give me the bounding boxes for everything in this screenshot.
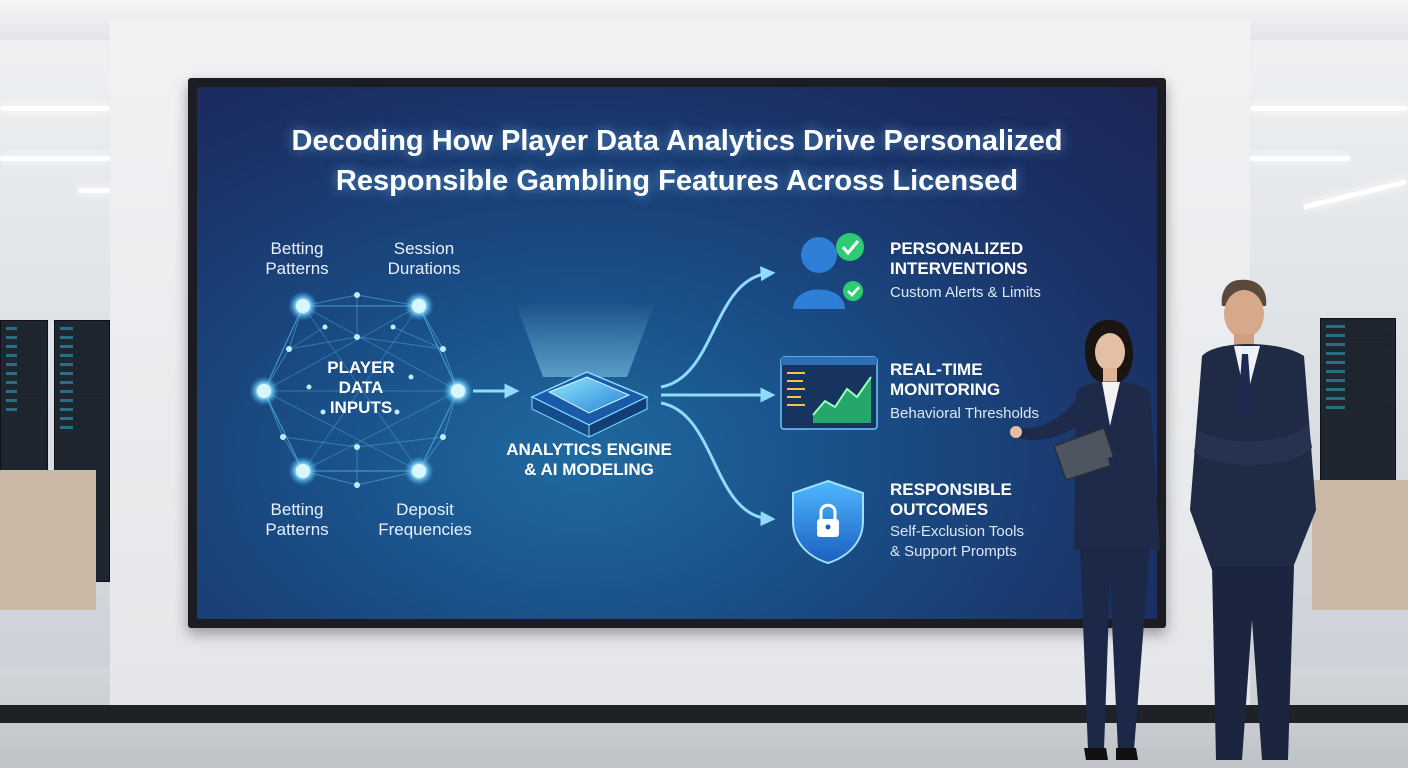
player-data-inputs-label: PLAYER DATA INPUTS xyxy=(313,358,409,418)
input-label-betting-patterns: Betting Patterns xyxy=(255,239,339,279)
label-line: DATA xyxy=(338,378,384,397)
man-presenter xyxy=(1190,279,1316,760)
label-line: Session xyxy=(393,239,455,258)
label-line: Durations xyxy=(387,259,461,278)
left-background-room xyxy=(0,40,110,666)
label-line: & AI MODELING xyxy=(524,460,654,479)
ceiling-light xyxy=(1250,156,1350,161)
ceiling-light xyxy=(0,156,110,161)
dashboard-chart-icon xyxy=(780,356,878,430)
label-line: Self-Exclusion Tools xyxy=(890,523,1024,540)
presentation-screen: Decoding How Player Data Analytics Drive… xyxy=(197,87,1157,619)
slide-title-line: Decoding How Player Data Analytics Drive… xyxy=(291,125,1063,157)
input-label-betting-patterns: Betting Patterns xyxy=(255,500,339,540)
analytics-engine-chip xyxy=(530,371,649,438)
ceiling-light xyxy=(1302,179,1408,210)
label-line: PERSONALIZED xyxy=(890,239,1024,258)
label-line: Deposit xyxy=(396,500,454,519)
label-line: PLAYER xyxy=(327,358,395,377)
user-check-icon xyxy=(793,233,864,309)
office-desk xyxy=(0,470,96,610)
ceiling-light xyxy=(1250,106,1408,111)
engine-light-beam xyxy=(515,302,655,377)
input-label-session-durations: Session Durations xyxy=(377,239,471,279)
outcome-title-responsible: RESPONSIBLE OUTCOMES xyxy=(890,480,1012,520)
office-desk xyxy=(1312,480,1408,610)
label-line: REAL-TIME xyxy=(890,360,983,379)
label-line: ANALYTICS ENGINE xyxy=(506,440,672,459)
outcome-subtitle: Self-Exclusion Tools & Support Prompts xyxy=(890,522,1024,562)
woman-presenter xyxy=(1010,320,1160,760)
label-line: RESPONSIBLE xyxy=(890,480,1012,499)
slide-title: Decoding How Player Data Analytics Drive… xyxy=(197,121,1157,201)
outcome-subtitle: Custom Alerts & Limits xyxy=(890,284,1041,301)
shield-lock-icon xyxy=(792,479,864,565)
label-line: Betting xyxy=(270,239,324,258)
network-small-nodes xyxy=(280,292,446,488)
label-line: MONITORING xyxy=(890,380,1001,399)
label-line: Patterns xyxy=(265,520,329,539)
outcome-title-monitoring: REAL-TIME MONITORING xyxy=(890,360,1000,400)
network-large-nodes xyxy=(249,291,473,486)
presenters xyxy=(1010,279,1316,760)
slide-title-line: Responsible Gambling Features Across Lic… xyxy=(335,165,1019,197)
input-label-deposit-frequencies: Deposit Frequencies xyxy=(369,500,481,540)
label-line: Betting xyxy=(270,500,324,519)
ceiling-light xyxy=(78,188,110,193)
analytics-engine-label: ANALYTICS ENGINE & AI MODELING xyxy=(497,440,681,480)
outcome-subtitle: Behavioral Thresholds xyxy=(890,405,1039,422)
label-line: & Support Prompts xyxy=(890,543,1017,560)
label-line: OUTCOMES xyxy=(890,500,989,519)
output-arrows xyxy=(660,266,776,527)
label-line: Frequencies xyxy=(378,520,472,539)
label-line: Patterns xyxy=(265,259,329,278)
label-line: INTERVENTIONS xyxy=(890,259,1028,278)
slide-graphics xyxy=(249,233,878,565)
wall-baseboard xyxy=(0,705,1408,723)
ceiling-light xyxy=(0,106,110,111)
label-line: INPUTS xyxy=(329,398,393,417)
outcome-title-personalized: PERSONALIZED INTERVENTIONS xyxy=(890,239,1028,279)
